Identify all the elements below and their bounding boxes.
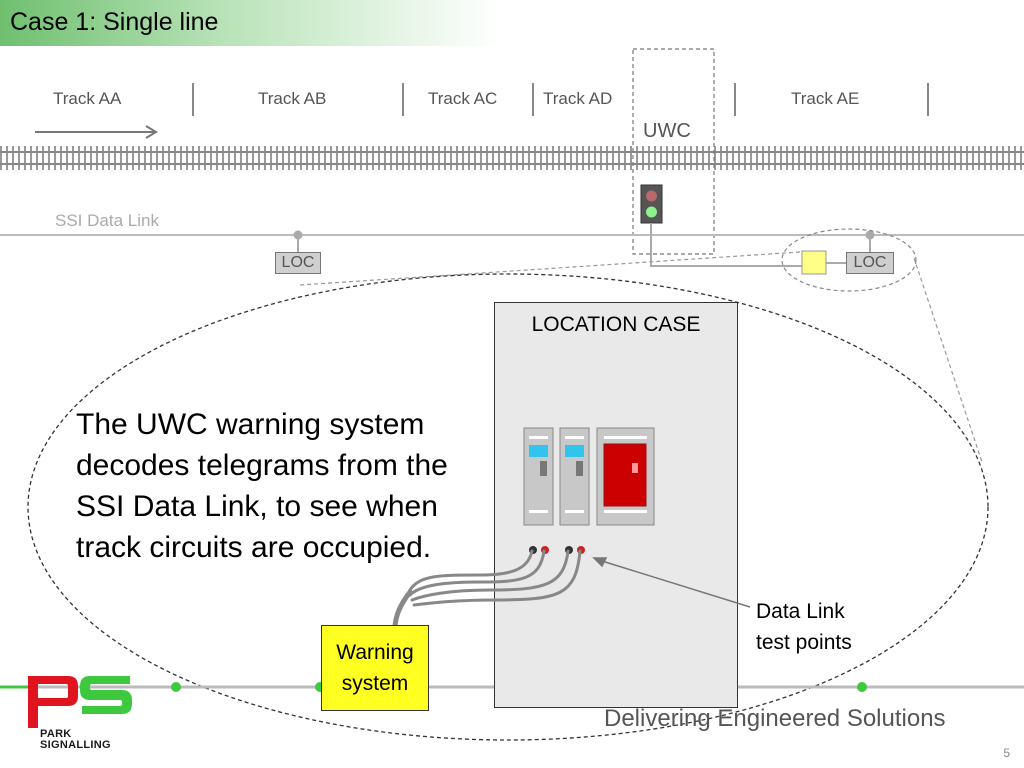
signal-head	[640, 184, 663, 224]
track-label-ab: Track AB	[258, 89, 327, 108]
warning-system-label: Warning system	[336, 641, 414, 695]
track-label-ac: Track AC	[428, 89, 498, 108]
zoom-guide-lines	[299, 251, 983, 463]
loc-box-right: LOC	[846, 252, 894, 274]
park-signalling-logo	[28, 676, 132, 728]
zoom-ellipse-small	[781, 228, 917, 292]
footer-tagline: Delivering Engineered Solutions	[604, 705, 946, 732]
module-1	[523, 427, 554, 526]
direction-arrow	[35, 125, 158, 139]
track-label-aa: Track AA	[53, 89, 122, 108]
location-case: LOCATION CASE	[494, 302, 738, 708]
data-link-test-points-label: Data Link test points	[756, 600, 852, 654]
logo-text-park: PARK	[40, 728, 72, 740]
location-case-equipment	[523, 427, 655, 554]
explanation-text: The UWC warning system decodes telegrams…	[76, 408, 448, 564]
logo-text-signalling: SIGNALLING	[40, 739, 111, 751]
test-points	[529, 546, 585, 554]
warning-system-box: Warning system	[321, 625, 429, 711]
loc-box-left: LOC	[275, 252, 321, 274]
signal-wire	[650, 223, 802, 267]
track-dividers	[192, 83, 929, 116]
track-label-ad: Track AD	[543, 89, 613, 108]
signal-green-light	[646, 206, 657, 218]
track-label-ae: Track AE	[791, 89, 860, 108]
uwc-label: UWC	[643, 120, 691, 142]
location-case-title: LOCATION CASE	[531, 313, 701, 336]
signal-red-light	[646, 190, 657, 202]
uwc-region	[632, 48, 715, 255]
module-red	[596, 427, 655, 526]
yellow-module	[801, 250, 827, 275]
page-number: 5	[1003, 746, 1010, 760]
ssi-data-link-label: SSI Data Link	[55, 211, 159, 230]
title-bar: Case 1: Single line	[0, 0, 500, 46]
module-2	[559, 427, 590, 526]
callout-ellipse	[27, 273, 989, 741]
slide-title: Case 1: Single line	[10, 8, 219, 36]
loc-stems	[293, 230, 875, 252]
railway-track	[0, 146, 1024, 170]
